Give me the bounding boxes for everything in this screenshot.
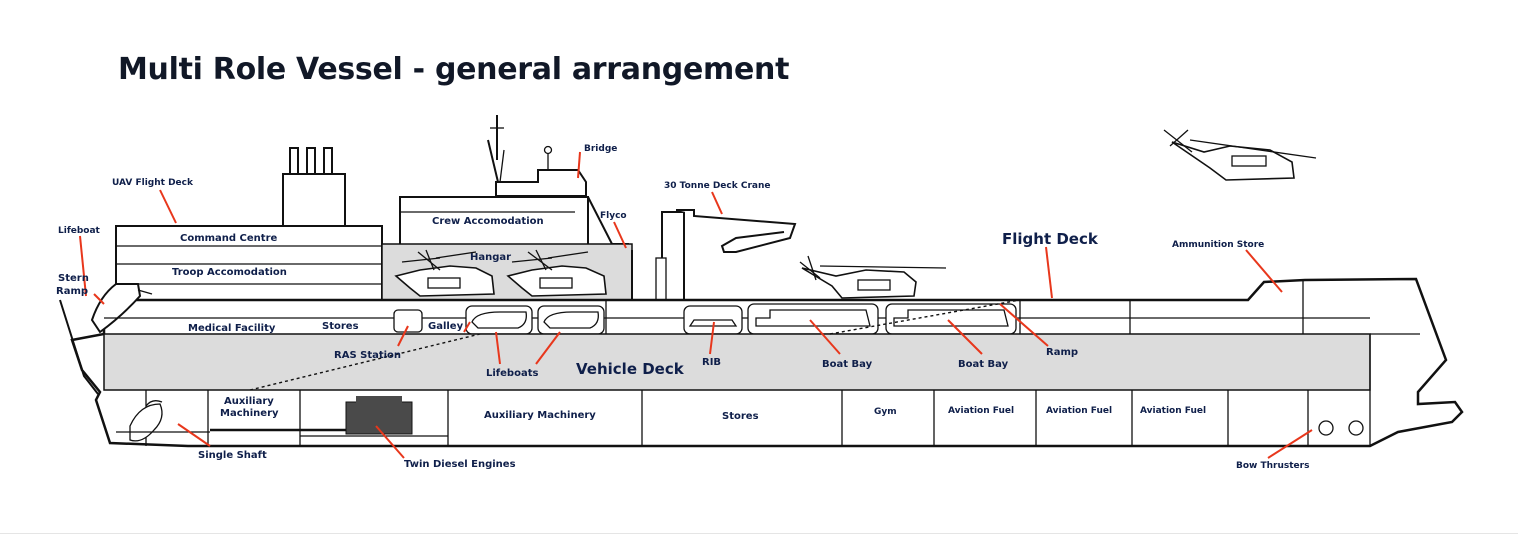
label-medical-facility: Medical Facility <box>188 323 276 334</box>
label-stern-ramp-1: Stern <box>58 273 89 284</box>
helicopter-on-flight-deck <box>799 255 947 299</box>
label-aviation-fuel-2: Aviation Fuel <box>1046 406 1112 416</box>
label-deck-crane: 30 Tonne Deck Crane <box>664 181 771 191</box>
label-lifeboats: Lifeboats <box>486 368 538 379</box>
lifeboat-bays <box>465 305 605 335</box>
label-rib: RIB <box>702 357 721 368</box>
mast <box>487 115 553 183</box>
bridge-structure <box>495 169 587 197</box>
internal-ramp-upper <box>829 299 1021 335</box>
label-ramp: Ramp <box>1046 347 1078 358</box>
label-aux-machinery-1b: Machinery <box>220 408 279 419</box>
label-stores-upper: Stores <box>322 321 359 332</box>
bow-thruster-2 <box>1348 420 1364 436</box>
label-flight-deck: Flight Deck <box>1002 230 1099 248</box>
label-troop-accommodation: Troop Accomodation <box>172 267 287 278</box>
label-flyco: Flyco <box>600 211 627 221</box>
label-stern-ramp-2: Ramp <box>56 286 88 297</box>
label-single-shaft: Single Shaft <box>198 450 267 461</box>
label-ammunition-store: Ammunition Store <box>1172 240 1264 250</box>
label-gym: Gym <box>874 407 897 417</box>
helicopter-in-flight <box>1163 129 1317 181</box>
helicopter-in-hangar-2 <box>506 249 607 297</box>
label-twin-diesel-engines: Twin Diesel Engines <box>404 459 516 470</box>
ras-station-box <box>393 309 423 333</box>
propeller <box>116 400 210 442</box>
footer-divider <box>0 533 1518 534</box>
label-crew-accommodation: Crew Accomodation <box>432 216 544 227</box>
label-hangar: Hangar <box>470 252 511 263</box>
label-boat-bay-2: Boat Bay <box>958 359 1009 370</box>
label-lifeboat: Lifeboat <box>58 226 101 236</box>
leader-lines <box>79 151 1313 459</box>
label-bridge: Bridge <box>584 144 617 154</box>
deck-crane <box>655 209 797 301</box>
stern-lifeboat <box>90 283 153 334</box>
label-bow-thrusters: Bow Thrusters <box>1236 461 1309 471</box>
label-uav-flight-deck: UAV Flight Deck <box>112 178 194 188</box>
label-galley: Galley <box>428 321 464 332</box>
stern-ramp <box>59 299 99 395</box>
crew-accommodation-block <box>399 196 589 244</box>
label-aux-machinery-2: Auxiliary Machinery <box>484 410 596 421</box>
vehicle-deck <box>103 333 1371 391</box>
bow-thruster-1 <box>1318 420 1334 436</box>
label-aviation-fuel-1: Aviation Fuel <box>948 406 1014 416</box>
helicopter-in-hangar-1 <box>394 249 495 297</box>
label-stores-lower: Stores <box>722 411 759 422</box>
label-ras-station: RAS Station <box>334 350 401 361</box>
label-aviation-fuel-3: Aviation Fuel <box>1140 406 1206 416</box>
label-command-centre: Command Centre <box>180 233 278 244</box>
page-title: Multi Role Vessel - general arrangement <box>118 52 790 87</box>
boat-bays <box>747 303 1017 335</box>
label-vehicle-deck: Vehicle Deck <box>576 360 685 378</box>
funnel-exhausts <box>289 147 333 175</box>
label-boat-bay-1: Boat Bay <box>822 359 873 370</box>
funnel <box>282 173 346 226</box>
label-aux-machinery-1a: Auxiliary <box>224 396 274 407</box>
